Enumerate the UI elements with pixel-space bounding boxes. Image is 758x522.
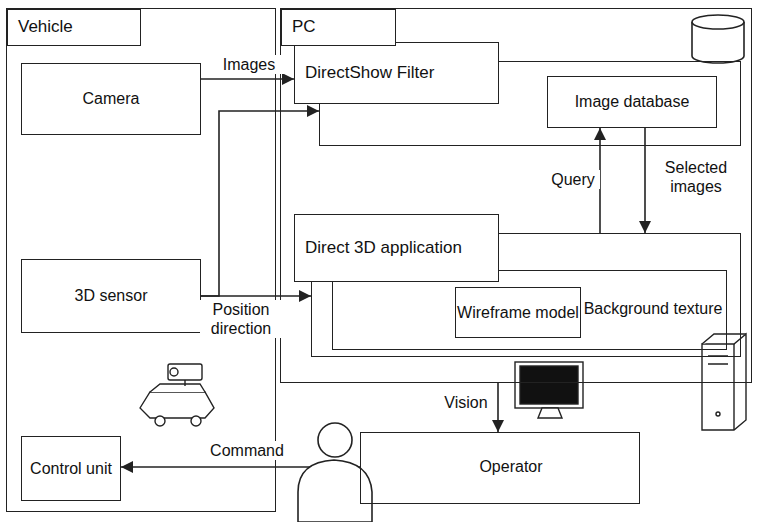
connector-label: Position direction — [200, 300, 282, 338]
pc-tower-icon — [702, 334, 746, 430]
node-label: 3D sensor — [75, 286, 148, 305]
node-label: Operator — [391, 441, 631, 493]
node-label: Wireframe model — [457, 303, 579, 322]
database-cylinder — [692, 15, 744, 63]
node-label: Control unit — [30, 459, 112, 478]
group-title: Vehicle — [7, 9, 141, 46]
arrow-connector — [201, 295, 311, 297]
application-group: Wireframe modelBackground textureDirect … — [311, 233, 741, 357]
arrow-connector — [497, 383, 499, 432]
group-title: PC — [281, 9, 396, 46]
operator-box: Operator — [360, 432, 640, 504]
node-label: Background texture — [583, 283, 723, 335]
arrow-connector — [644, 128, 646, 233]
connector-label: Query — [546, 170, 600, 189]
process-box: Control unit — [21, 436, 121, 501]
group-title: Direct 3D application — [294, 214, 499, 282]
filter-group: Image databaseDirectShow Filter — [319, 61, 741, 146]
process-box: Wireframe model — [455, 287, 581, 338]
database-box: Image database — [547, 76, 717, 128]
connector-label: Selected images — [652, 158, 740, 196]
texture-box: Wireframe modelBackground texture — [332, 270, 727, 350]
connector-label: Vision — [436, 393, 496, 412]
robot-vehicle-icon — [140, 364, 214, 426]
process-box: Camera — [21, 63, 201, 135]
process-box: 3D sensor — [21, 259, 201, 333]
connector-label: Command — [200, 441, 294, 460]
node-label: Image database — [575, 92, 690, 111]
group-title: DirectShow Filter — [294, 42, 499, 104]
node-label: Camera — [83, 89, 140, 108]
vehicle-group: Camera 3D sensorControl unit Vehicle — [6, 8, 276, 512]
connector-label: Images — [212, 55, 286, 74]
monitor-icon — [515, 362, 583, 418]
